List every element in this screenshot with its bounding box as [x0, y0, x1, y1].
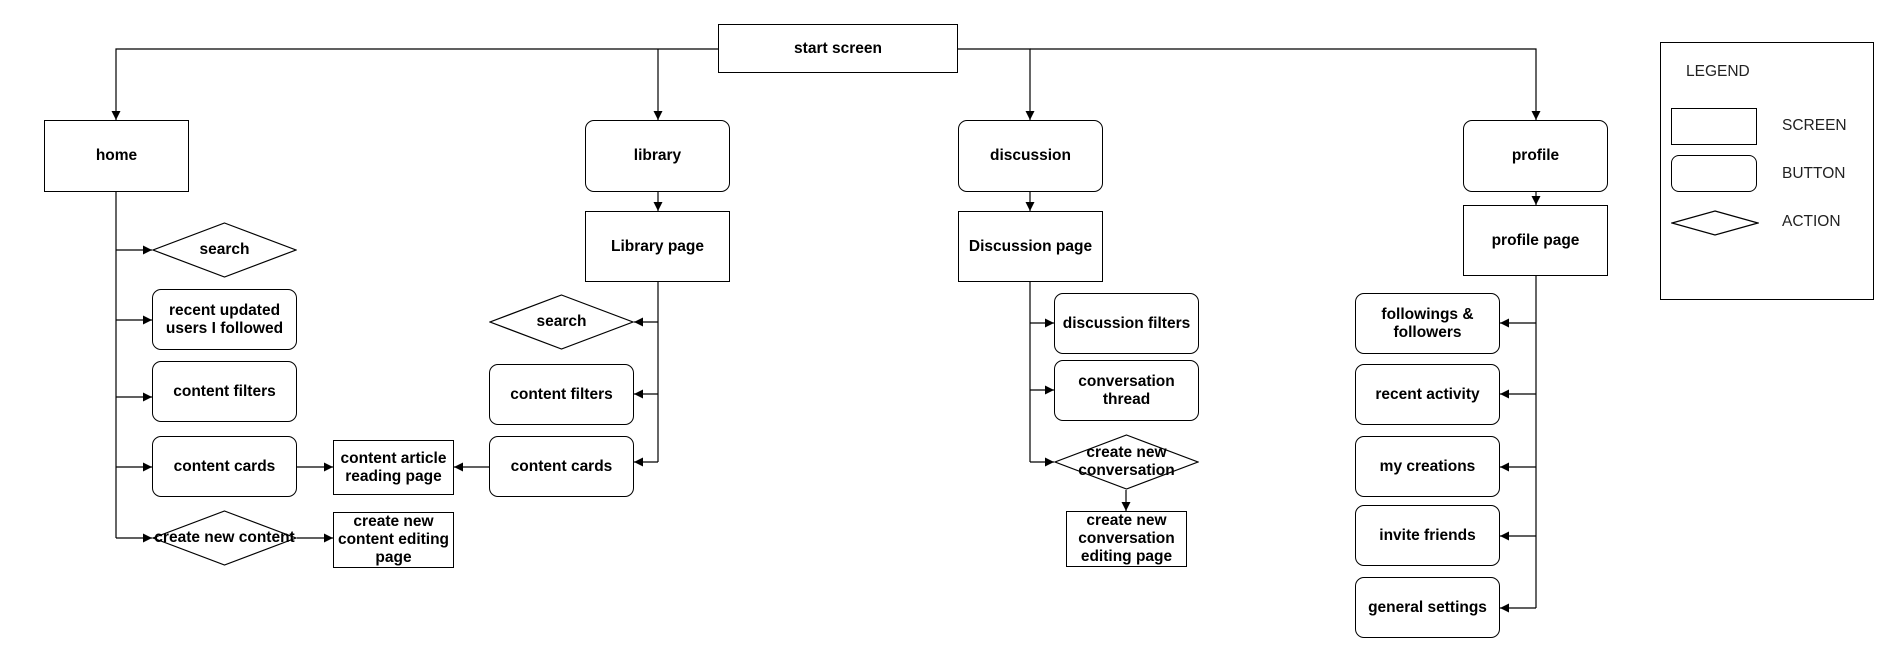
- followings-followers-node: followings & followers: [1355, 293, 1500, 354]
- discussion-button-node: discussion: [958, 120, 1103, 192]
- conversation-thread-node: conversation thread: [1054, 360, 1199, 421]
- invite-friends-node: invite friends: [1355, 505, 1500, 566]
- library-search-label: search: [536, 313, 587, 331]
- legend-button-label: BUTTON: [1782, 165, 1846, 182]
- home-screen-node: home: [44, 120, 189, 192]
- create-conversation-action-node: create new conversation: [1054, 434, 1199, 490]
- profile-button-node: profile: [1463, 120, 1608, 192]
- edge-start-home: [111, 48, 718, 120]
- legend-button-swatch: [1671, 155, 1757, 192]
- home-recent-users-node: recent updated users I followed: [152, 289, 297, 350]
- home-create-content-label: create new content: [154, 529, 295, 547]
- conversation-editing-page-node: create new conversation editing page: [1066, 511, 1187, 567]
- home-content-cards-node: content cards: [152, 436, 297, 497]
- legend-action-label: ACTION: [1782, 213, 1841, 230]
- content-article-reading-page-node: content article reading page: [333, 440, 454, 495]
- recent-activity-node: recent activity: [1355, 364, 1500, 425]
- library-content-cards-node: content cards: [489, 436, 634, 497]
- library-search-action-node: search: [489, 294, 634, 350]
- my-creations-node: my creations: [1355, 436, 1500, 497]
- legend-action-swatch: [1671, 210, 1759, 236]
- home-search-action-node: search: [152, 222, 297, 278]
- library-content-filters-node: content filters: [489, 364, 634, 425]
- edge-start-discussion: [958, 48, 1035, 120]
- home-search-label: search: [199, 241, 250, 259]
- library-page-node: Library page: [585, 211, 730, 282]
- general-settings-node: general settings: [1355, 577, 1500, 638]
- discussion-page-node: Discussion page: [958, 211, 1103, 282]
- home-content-filters-node: content filters: [152, 361, 297, 422]
- home-create-content-action-node: create new content: [152, 510, 297, 566]
- create-conversation-label: create new conversation: [1078, 444, 1175, 479]
- edge-start-profile: [1030, 48, 1541, 120]
- discussion-filters-node: discussion filters: [1054, 293, 1199, 354]
- profile-page-node: profile page: [1463, 205, 1608, 276]
- legend-screen-label: SCREEN: [1782, 117, 1847, 134]
- legend-panel: LEGEND SCREEN BUTTON ACTION: [1660, 42, 1874, 300]
- create-content-editing-page-node: create new content editing page: [333, 512, 454, 568]
- legend-screen-swatch: [1671, 108, 1757, 145]
- start-screen-node: start screen: [718, 24, 958, 73]
- library-button-node: library: [585, 120, 730, 192]
- legend-title: LEGEND: [1686, 63, 1750, 80]
